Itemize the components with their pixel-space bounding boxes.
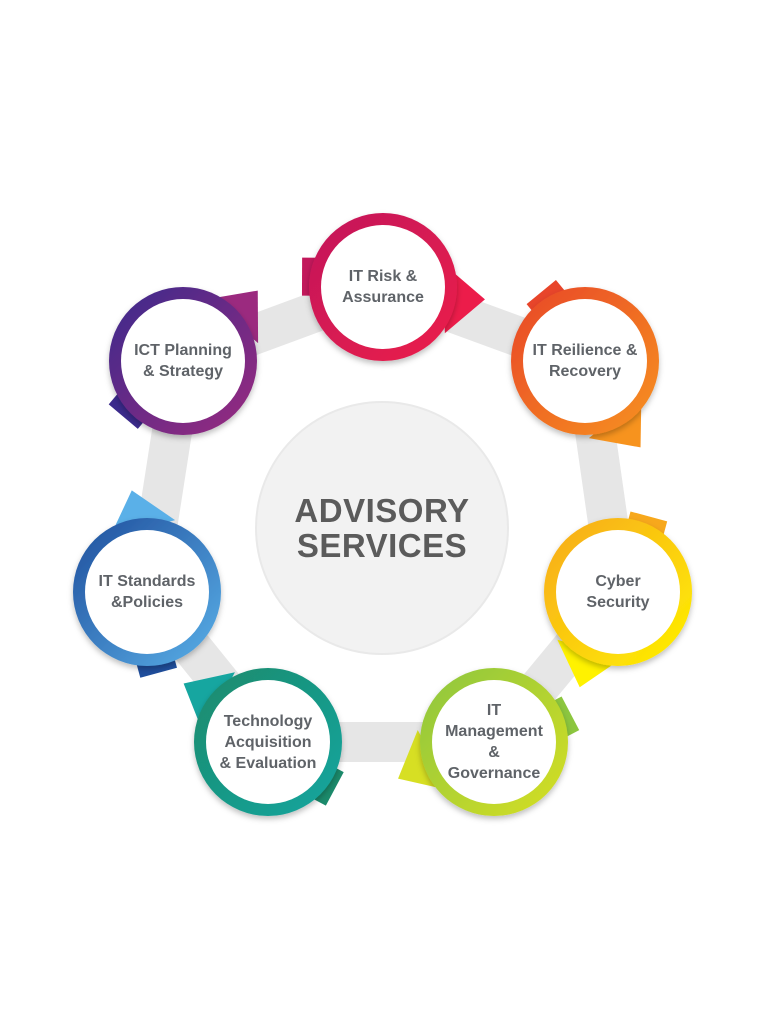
node-label-line: Security bbox=[586, 594, 650, 611]
center-circle bbox=[255, 401, 509, 655]
node-label-line: &Policies bbox=[110, 594, 184, 611]
center-layer bbox=[255, 401, 509, 655]
center-title: ADVISORY SERVICES bbox=[267, 473, 497, 583]
node-label-line: Technology bbox=[223, 712, 313, 730]
node-label-4: IT Management & Governance bbox=[429, 687, 559, 797]
node-face-3 bbox=[556, 530, 680, 654]
node-label-line: & Strategy bbox=[142, 363, 224, 380]
node-label-line: & Evaluation bbox=[219, 754, 317, 772]
node-label-line: Recovery bbox=[548, 363, 622, 380]
node-face-4 bbox=[432, 680, 556, 804]
node-label-line: Cyber bbox=[595, 573, 641, 590]
center-title-line-2: SERVICES bbox=[296, 527, 468, 564]
node-layer bbox=[73, 213, 692, 816]
node-label-line: IT Risk & bbox=[348, 268, 418, 285]
node-label-line: & bbox=[488, 744, 500, 761]
node-label-line: Governance bbox=[447, 765, 541, 782]
node-label-line: IT bbox=[486, 702, 502, 719]
node-label-line: Management bbox=[445, 723, 543, 740]
node-label-7: ICT Planning & Strategy bbox=[118, 306, 248, 416]
node-label-2: IT Reilience & Recovery bbox=[520, 306, 650, 416]
node-face-5 bbox=[206, 680, 330, 804]
node-face-2 bbox=[523, 299, 647, 423]
node-face-1 bbox=[321, 225, 445, 349]
node-face-6 bbox=[85, 530, 209, 654]
node-arrowhead-3 bbox=[557, 639, 624, 688]
node-label-line: Assurance bbox=[342, 289, 424, 306]
node-label-6: IT Standards&Policies bbox=[82, 537, 212, 647]
center-title-line-1: ADVISORY bbox=[294, 492, 470, 529]
node-label-1: IT Risk & Assurance bbox=[318, 232, 448, 342]
node-label-line: IT Standards bbox=[98, 573, 196, 590]
node-label-line: IT Reilience & bbox=[532, 342, 638, 359]
node-label-line: ICT Planning bbox=[134, 342, 232, 359]
node-label-line: Acquisition bbox=[224, 733, 312, 751]
node-face-7 bbox=[121, 299, 245, 423]
